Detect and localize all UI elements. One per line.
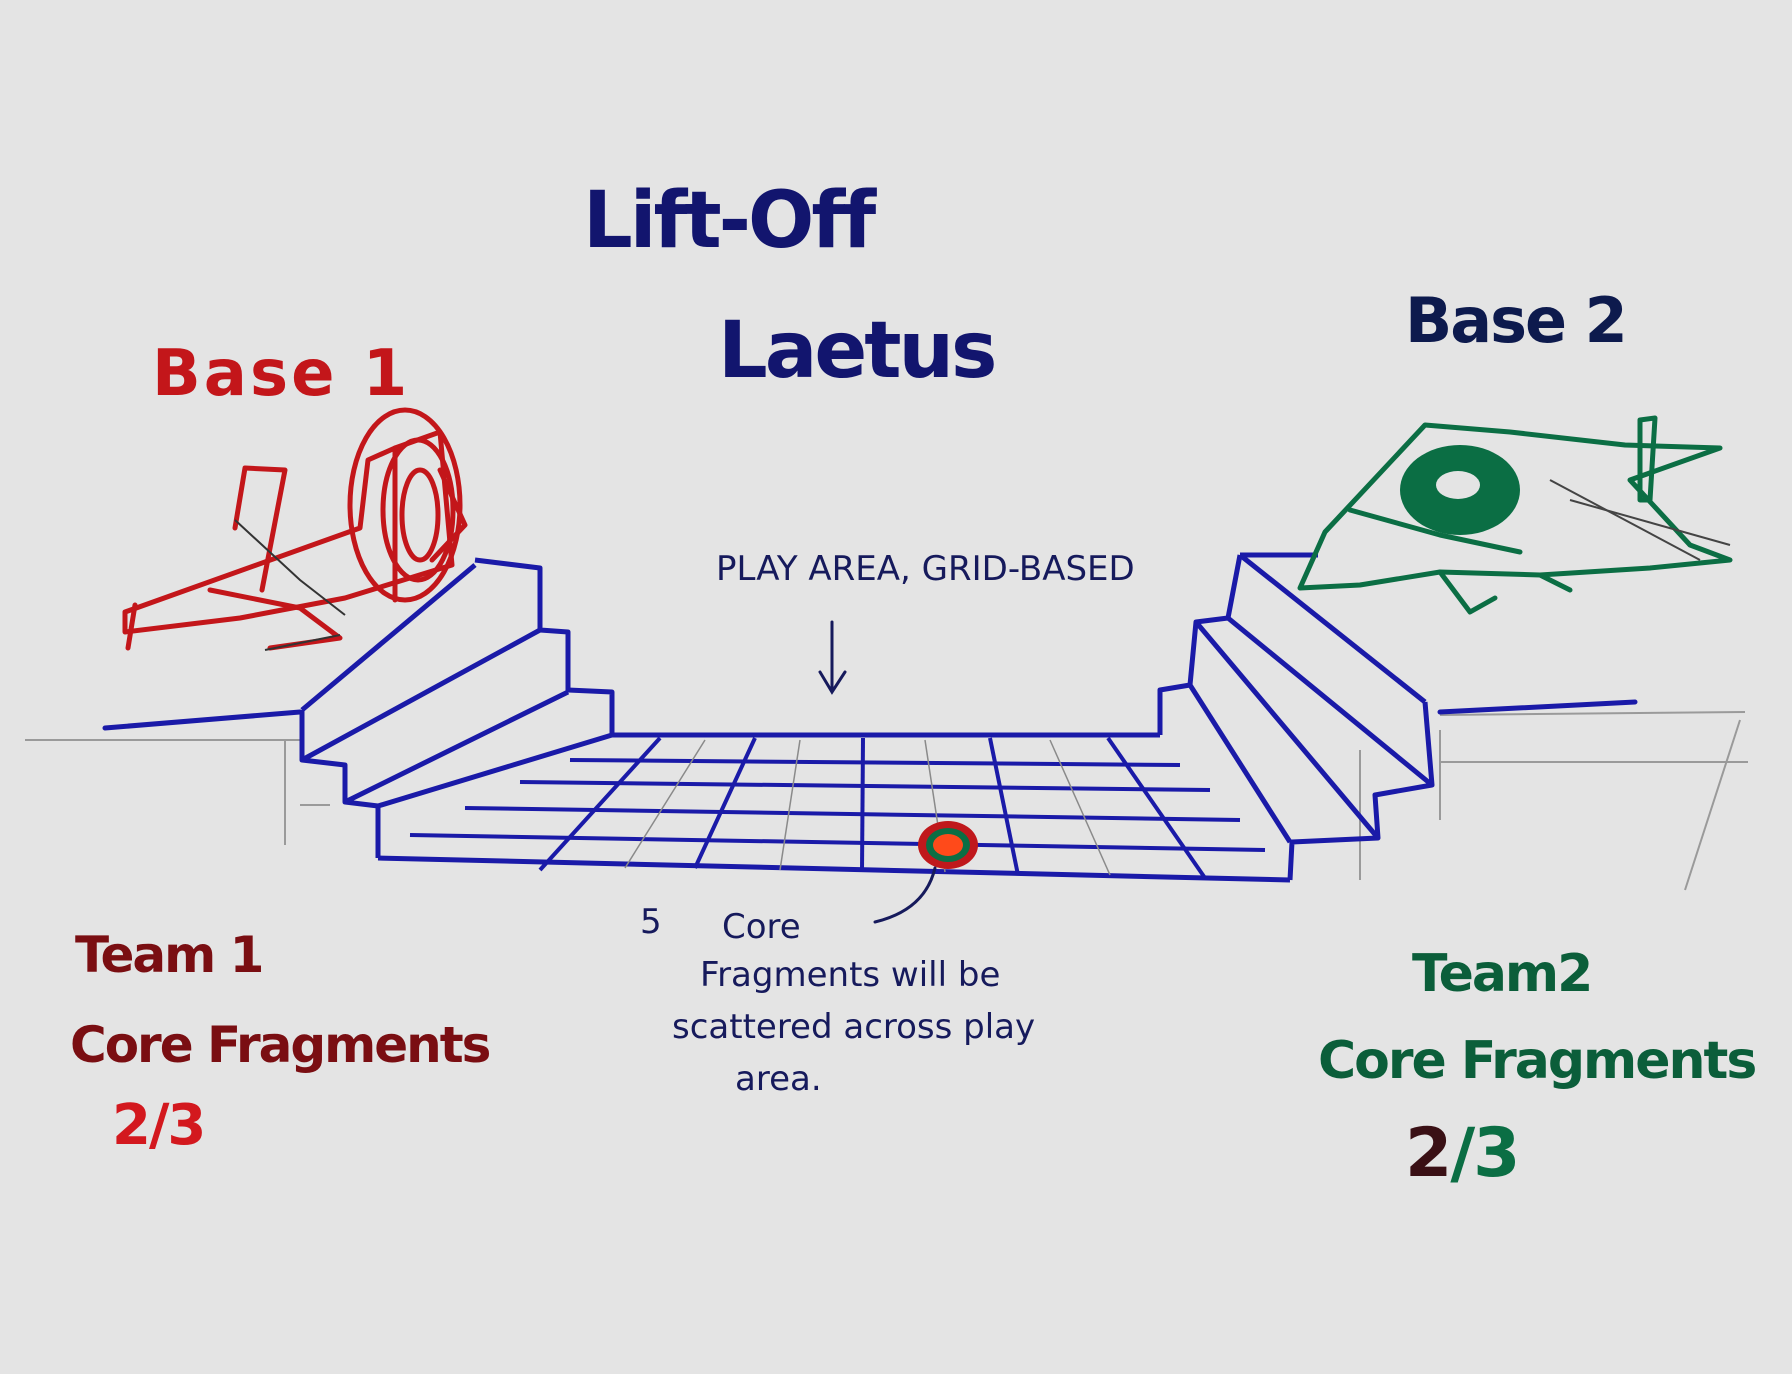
team1-collected: 2: [112, 1093, 151, 1158]
down-arrow-icon: [818, 620, 847, 695]
team1-total: 3: [167, 1093, 206, 1158]
base2-ship-core: [1400, 445, 1520, 535]
core-note-line1: Core: [722, 907, 801, 947]
base2-label: Base 2: [1405, 284, 1628, 357]
team1-fragments-label: Core Fragments: [70, 1016, 491, 1074]
play-area-label: PLAY AREA, GRID-BASED: [716, 549, 1135, 589]
team1-name: Team 1: [75, 926, 264, 984]
team2-collected: 2: [1405, 1114, 1452, 1193]
core-fragment-icon: [918, 821, 978, 869]
right-stairs: [1157, 552, 1435, 881]
curved-arrow-icon: [873, 866, 937, 924]
core-note-number: 5: [640, 902, 662, 942]
base2-ship-pencil: [1549, 479, 1731, 561]
title-line1: Lift-Off: [583, 176, 876, 266]
base1-ship-pencil: [234, 519, 346, 651]
core-note-line3: scattered across play: [672, 1007, 1036, 1047]
team2-separator: /: [1450, 1114, 1475, 1193]
team1-separator: /: [148, 1093, 170, 1158]
base2-ship-icon: [1297, 415, 1733, 615]
title-line2: Laetus: [718, 306, 997, 396]
team1-fragment-count: 2/3: [112, 1098, 206, 1154]
core-note-line4: area.: [735, 1059, 822, 1099]
play-grid: [377, 732, 1291, 883]
core-note-line2: Fragments will be: [700, 955, 1001, 995]
team2-name: Team2: [1412, 944, 1593, 1004]
team2-total: 3: [1473, 1114, 1520, 1193]
base1-label: Base 1: [152, 337, 411, 411]
team2-fragment-count: 2/3: [1405, 1120, 1521, 1188]
base1-ship-icon: [122, 407, 468, 651]
ground-lines: [102, 699, 1638, 731]
left-stairs: [299, 557, 615, 858]
pencil-guidelines: [25, 711, 1748, 891]
team2-fragments-label: Core Fragments: [1318, 1031, 1757, 1091]
